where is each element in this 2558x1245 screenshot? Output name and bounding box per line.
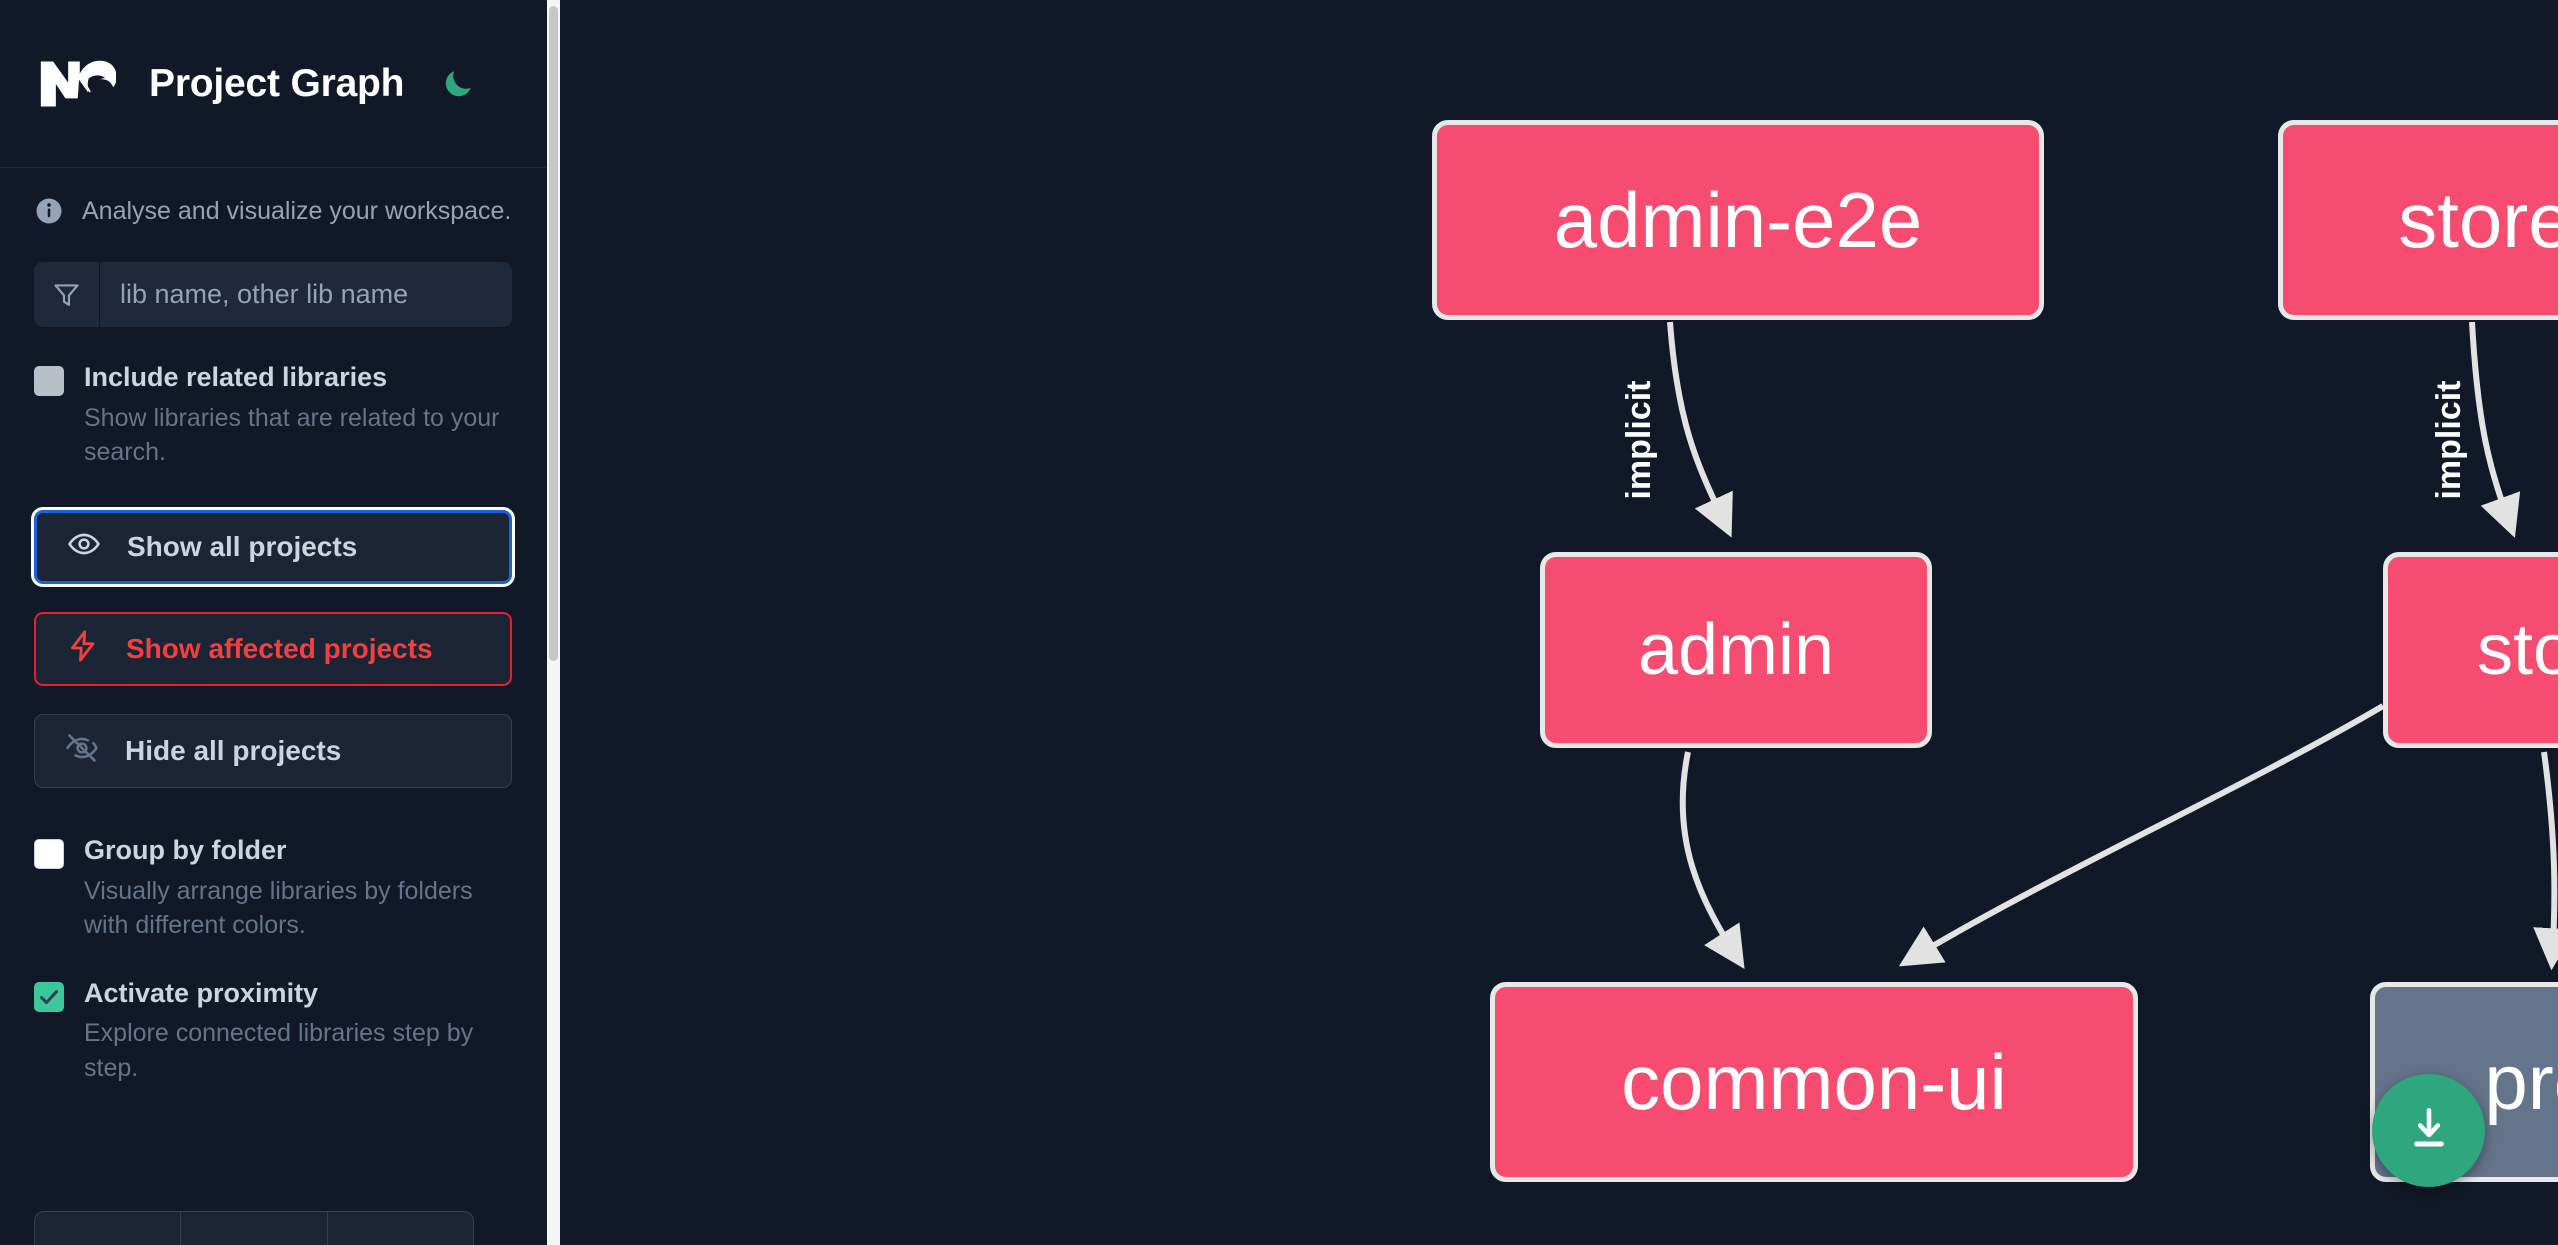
checkbox-include-related-libraries[interactable] bbox=[34, 366, 64, 396]
hide-all-projects-button[interactable]: Hide all projects bbox=[34, 713, 512, 788]
option-include-related-libraries[interactable]: Include related libraries Show libraries… bbox=[0, 327, 546, 470]
option-text: Activate proximity Explore connected lib… bbox=[84, 977, 512, 1086]
check-icon bbox=[40, 989, 58, 1004]
sidebar: Project Graph Analyse and visualize your… bbox=[0, 0, 560, 1245]
graph-edges: implicit implicit bbox=[1618, 321, 2558, 971]
segmented-control[interactable] bbox=[34, 1211, 474, 1245]
option-description: Explore connected libraries step by step… bbox=[84, 1019, 474, 1082]
edge-admin-common-ui bbox=[1679, 751, 1745, 970]
tagline-text: Analyse and visualize your workspace. bbox=[82, 196, 512, 225]
edge-store-products bbox=[2533, 751, 2558, 971]
option-label: Activate proximity bbox=[84, 977, 319, 1008]
info-circle-icon bbox=[34, 196, 64, 226]
search-input[interactable] bbox=[100, 262, 512, 327]
graph-node-admin-e2e[interactable]: admin-e2e bbox=[1432, 120, 2044, 320]
sidebar-header: Project Graph bbox=[0, 0, 546, 168]
option-text: Include related libraries Show libraries… bbox=[84, 361, 512, 470]
search-box[interactable] bbox=[34, 262, 512, 327]
action-buttons: Show all projects Show affected projects bbox=[0, 509, 546, 788]
option-description: Show libraries that are related to your … bbox=[84, 403, 500, 467]
download-button[interactable] bbox=[2372, 1074, 2485, 1187]
graph-node-admin[interactable]: admin bbox=[1540, 552, 1932, 748]
edge-store-common-ui bbox=[1898, 703, 2385, 967]
lightning-bolt-icon bbox=[66, 629, 100, 668]
filter-funnel-icon[interactable] bbox=[34, 262, 100, 327]
edge-label-implicit-admin: implicit bbox=[1620, 380, 1658, 499]
hide-all-projects-label: Hide all projects bbox=[125, 734, 342, 766]
option-label: Include related libraries bbox=[84, 362, 388, 392]
checkbox-activate-proximity[interactable] bbox=[34, 981, 64, 1012]
node-label: admin bbox=[1637, 610, 1835, 690]
eye-icon bbox=[67, 527, 101, 566]
search-section bbox=[0, 226, 546, 327]
project-graph-canvas[interactable]: implicit implicit admin-e2e store-e2e ad… bbox=[560, 0, 2558, 1245]
edge-store-e2e-store bbox=[2469, 321, 2521, 538]
checkbox-group-by-folder[interactable] bbox=[34, 838, 64, 869]
node-label: store bbox=[2476, 610, 2558, 690]
option-description: Visually arrange libraries by folders wi… bbox=[84, 876, 473, 940]
page-title: Project Graph bbox=[149, 61, 405, 105]
sidebar-scrollbar[interactable] bbox=[547, 0, 560, 1245]
segment-2[interactable] bbox=[181, 1212, 328, 1245]
show-affected-projects-label: Show affected projects bbox=[126, 632, 433, 664]
node-label: admin-e2e bbox=[1553, 176, 1923, 264]
graph-node-common-ui[interactable]: common-ui bbox=[1490, 982, 2138, 1182]
segment-1[interactable] bbox=[35, 1212, 182, 1245]
sidebar-content: Project Graph Analyse and visualize your… bbox=[0, 0, 546, 1245]
show-affected-projects-button[interactable]: Show affected projects bbox=[34, 611, 512, 686]
sidebar-scrollbar-thumb[interactable] bbox=[549, 6, 558, 661]
graph-node-store[interactable]: store bbox=[2383, 552, 2558, 748]
edge-admin-e2e-admin bbox=[1667, 321, 1733, 538]
edge-label-implicit-store: implicit bbox=[2430, 380, 2468, 499]
node-label: products bbox=[2484, 1038, 2558, 1126]
node-label: store-e2e bbox=[2398, 176, 2558, 264]
show-all-projects-button[interactable]: Show all projects bbox=[34, 509, 512, 584]
nx-logo-icon bbox=[34, 53, 117, 115]
option-label: Group by folder bbox=[84, 834, 287, 865]
node-label: common-ui bbox=[1621, 1038, 2007, 1126]
tagline-row: Analyse and visualize your workspace. bbox=[0, 168, 546, 226]
option-activate-proximity[interactable]: Activate proximity Explore connected lib… bbox=[0, 943, 546, 1086]
segment-3[interactable] bbox=[328, 1212, 473, 1245]
download-icon bbox=[2403, 1102, 2455, 1159]
graph-node-store-e2e[interactable]: store-e2e bbox=[2278, 120, 2558, 320]
show-all-projects-label: Show all projects bbox=[127, 530, 358, 562]
option-group-by-folder[interactable]: Group by folder Visually arrange librari… bbox=[0, 788, 546, 943]
moon-icon[interactable] bbox=[438, 64, 478, 104]
eye-off-icon bbox=[65, 731, 99, 770]
option-text: Group by folder Visually arrange librari… bbox=[84, 834, 512, 943]
